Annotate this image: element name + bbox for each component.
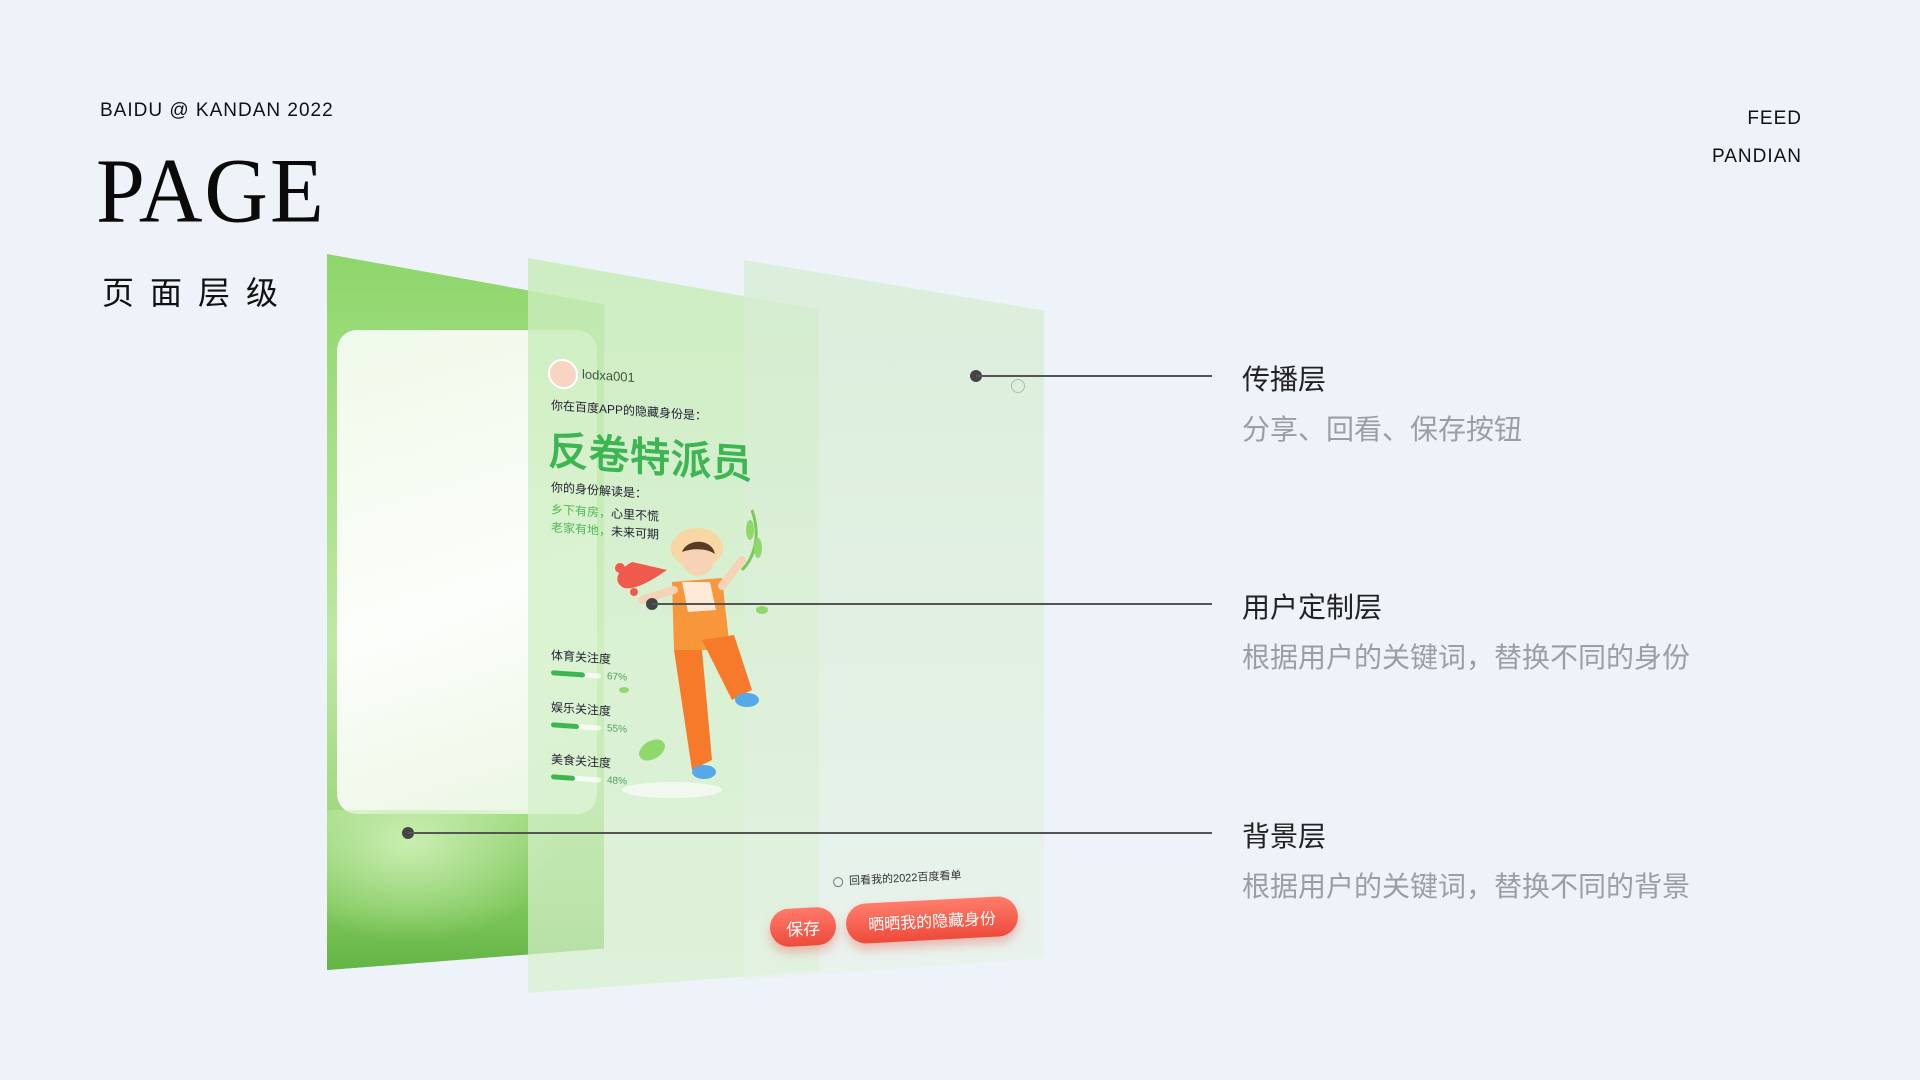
stat-track bbox=[551, 722, 601, 730]
page-subtitle: 页面层级 bbox=[102, 268, 294, 314]
save-button[interactable]: 保存 bbox=[769, 906, 837, 947]
stat-fill bbox=[551, 670, 585, 677]
corner-line-feed: FEED bbox=[1712, 100, 1802, 138]
stat-track bbox=[551, 774, 601, 782]
corner-label: FEED PANDIAN bbox=[1712, 100, 1802, 176]
interp-line2-green: 老家有地， bbox=[551, 520, 611, 538]
callout-line-background bbox=[408, 832, 1212, 834]
callout-title-share: 传播层 bbox=[1242, 358, 1326, 398]
callout-title-user: 用户定制层 bbox=[1242, 586, 1382, 626]
callout-desc-user: 根据用户的关键词，替换不同的身份 bbox=[1242, 636, 1690, 676]
stat-fill bbox=[551, 774, 575, 781]
page-title: PAGE bbox=[96, 146, 326, 238]
corner-line-pandian: PANDIAN bbox=[1712, 138, 1802, 176]
stat-fill bbox=[551, 722, 579, 729]
replay-icon bbox=[833, 877, 844, 888]
callout-line-share bbox=[976, 375, 1212, 377]
interp-line1-green: 乡下有房， bbox=[551, 502, 611, 520]
character-illustration bbox=[612, 500, 822, 840]
callout-title-background: 背景层 bbox=[1242, 815, 1326, 855]
callout-desc-background: 根据用户的关键词，替换不同的背景 bbox=[1242, 865, 1690, 905]
stat-track bbox=[551, 670, 601, 678]
callout-desc-share: 分享、回看、保存按钮 bbox=[1242, 408, 1522, 448]
callout-line-user bbox=[652, 603, 1212, 605]
refresh-icon bbox=[1011, 379, 1025, 393]
brand-label: BAIDU @ KANDAN 2022 bbox=[100, 100, 334, 122]
